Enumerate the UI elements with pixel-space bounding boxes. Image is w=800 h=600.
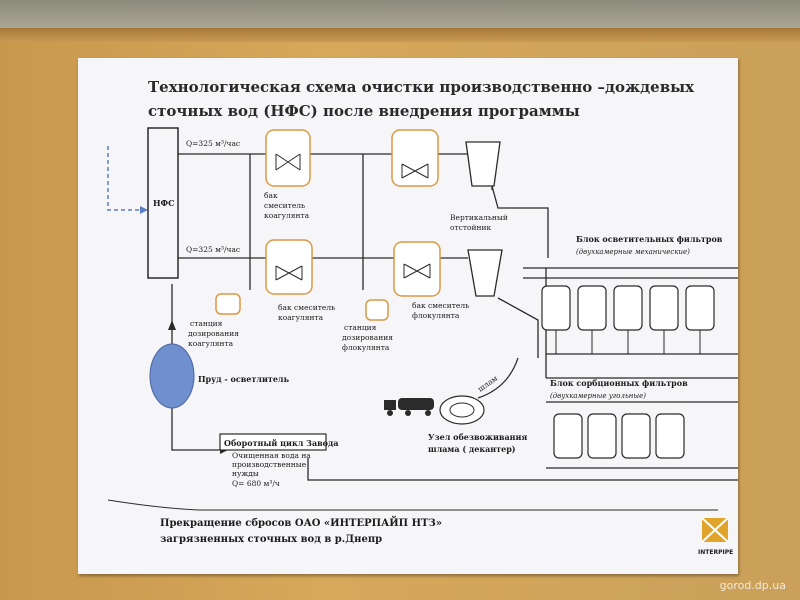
footer-separator — [107, 499, 718, 511]
dewatering-l1: Узел обезвоживания — [428, 432, 527, 442]
inlet-arrow — [107, 146, 148, 214]
board-edge — [0, 28, 800, 42]
purified-l4: Q= 680 м³/ч — [232, 479, 280, 488]
nfs-label: НФС — [153, 198, 175, 208]
tank-coag-top-l2: смеситель — [264, 201, 305, 210]
station-coag-l2: дозирования — [188, 329, 239, 338]
tank-flocculant-bottom — [393, 241, 441, 297]
truck-icon — [384, 398, 434, 416]
filters-light-title: Блок осветительных фильтров — [576, 234, 723, 244]
tank-coag-top-l1: бак — [264, 191, 278, 200]
brand-label: INTERPIPE — [698, 549, 733, 556]
clarifier-top — [465, 141, 501, 187]
purified-l3: нужды — [232, 469, 259, 478]
footer-line-1: Прекращение сбросов ОАО «ИНТЕРПАЙП НТЗ» — [160, 516, 442, 529]
tank-coag-bot-l1: бак смеситель — [278, 303, 335, 312]
scheme-diagram: Технологическая схема очистки производст… — [107, 78, 738, 556]
tank-floc-bot-l1: бак смеситель — [412, 301, 469, 310]
cycle-box — [219, 433, 327, 451]
tank-coag-bot-l2: коагулянта — [278, 313, 324, 322]
pond-label: Пруд - осветлитель — [198, 374, 290, 384]
tank-coagulant-bottom — [265, 239, 313, 295]
station-floc-l2: дозирования — [342, 333, 393, 342]
tank-floc-bot-l2: флокулянта — [412, 311, 460, 320]
clarifier-l2: отстойник — [450, 223, 492, 232]
dosing-station-coagulant — [215, 293, 241, 315]
settling-pond — [149, 343, 195, 409]
purified-l1: Очищенная вода на — [232, 451, 311, 460]
tank-coag-top-l3: коагулянта — [264, 211, 310, 220]
dosing-station-flocculant — [365, 299, 389, 321]
station-floc-l1: станция — [344, 323, 377, 332]
purified-l2: производственные — [232, 460, 307, 469]
title-line-2: сточных вод (НФС) после внедрения програ… — [148, 102, 580, 120]
filters-light-risers — [555, 330, 701, 354]
tank-coagulant-top — [265, 129, 311, 187]
filters-light-units — [541, 285, 715, 331]
scheme-poster: Технологическая схема очистки производст… — [78, 58, 738, 574]
flow-bottom-label: Q=325 м³/час — [186, 245, 240, 254]
filters-sorb-title: Блок сорбционных фильтров — [550, 378, 688, 388]
clarifier-l1: Вертикальный — [450, 213, 508, 222]
station-coag-l3: коагулянта — [188, 339, 234, 348]
sludge-line — [477, 357, 519, 399]
flow-top-label: Q=325 м³/час — [186, 139, 240, 148]
tank-flocculant-top — [391, 129, 439, 187]
filters-light-sub: (двухкамерные механические) — [576, 248, 690, 256]
cycle-label: Оборотный цикл Завода — [224, 438, 339, 448]
nfs-block — [147, 127, 179, 279]
decanter — [439, 395, 485, 425]
arrow-to-pond — [168, 320, 176, 330]
filters-sorb-sub: (двухкамерные угольные) — [550, 392, 646, 400]
footer-line-2: загрязненных сточных вод в р.Днепр — [160, 534, 382, 545]
station-floc-l3: флокулянта — [342, 343, 390, 352]
interpipe-logo — [701, 517, 729, 543]
sludge-label: шлам — [476, 374, 499, 394]
title-line-1: Технологическая схема очистки производст… — [148, 78, 695, 96]
dewatering-l2: шлама ( декантер) — [428, 444, 516, 454]
watermark: gorod.dp.ua — [719, 579, 786, 592]
filters-sorb-units — [553, 413, 685, 459]
clarifier-bottom — [467, 249, 503, 297]
station-coag-l1: станция — [190, 319, 223, 328]
